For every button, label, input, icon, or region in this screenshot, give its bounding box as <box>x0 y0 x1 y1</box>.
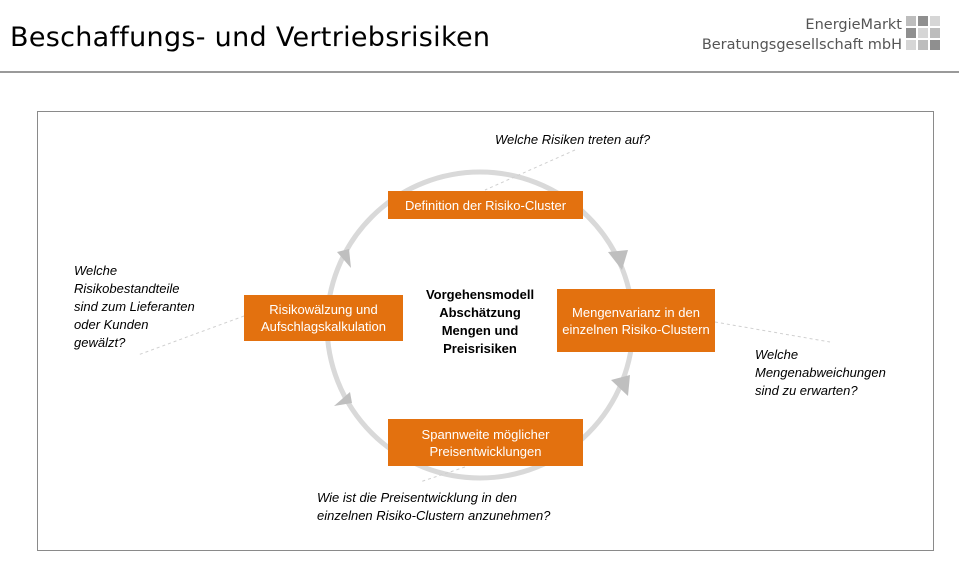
logo-square <box>906 40 916 50</box>
question-line: oder Kunden <box>74 317 149 332</box>
question-risk-components: Welche Risikobestandteile sind zum Liefe… <box>74 262 195 352</box>
connector-q3 <box>419 466 466 483</box>
step-label: Spannweite möglicher Preisentwicklungen <box>421 426 550 459</box>
logo-square <box>930 28 940 38</box>
question-line: gewälzt? <box>74 335 126 350</box>
logo-square <box>918 28 928 38</box>
step-definition-risk-clusters: Definition der Risiko-Cluster <box>388 191 583 219</box>
logo-square <box>918 40 928 50</box>
center-label-line: Preisrisiken <box>443 341 517 356</box>
cycle-arrow-bottom-right <box>611 375 630 396</box>
connector-q2 <box>714 321 831 343</box>
step-volume-variance: Mengenvarianz in den einzelnen Risiko-Cl… <box>557 289 715 352</box>
question-line: Mengenabweichungen <box>755 365 886 380</box>
logo-square <box>918 16 928 26</box>
step-label: Definition der Risiko-Cluster <box>404 197 567 213</box>
company-logo <box>906 16 942 52</box>
question-line: Wie ist die Preisentwicklung in den <box>317 490 518 505</box>
company-name-line1: EnergieMarkt <box>805 17 902 33</box>
cycle-arrow-top-left <box>337 249 351 268</box>
header-divider <box>0 71 959 73</box>
logo-square <box>930 16 940 26</box>
cycle-arrow-bottom-left <box>334 392 352 406</box>
question-line: Welche <box>755 347 799 362</box>
company-name-line2: Beratungsgesellschaft mbH <box>701 37 902 53</box>
connector-q1 <box>484 149 576 191</box>
question-risks: Welche Risiken treten auf? <box>495 131 650 149</box>
cycle-arrow-top-right <box>608 250 628 270</box>
question-line: einzelnen Risiko-Clustern anzunehmen? <box>317 508 551 523</box>
center-label-line: Mengen und <box>441 323 519 338</box>
step-label: Mengenvarianz in den einzelnen Risiko-Cl… <box>562 304 710 337</box>
question-line: sind zum Lieferanten <box>74 299 195 314</box>
logo-square <box>906 16 916 26</box>
question-volume-deviations: Welche Mengenabweichungen sind zu erwart… <box>755 346 886 400</box>
step-price-range: Spannweite möglicher Preisentwicklungen <box>388 419 583 466</box>
logo-square <box>930 40 940 50</box>
step-label: Risikowälzung und Aufschlagskalkulation <box>260 302 387 334</box>
question-line: Risikobestandteile <box>74 281 180 296</box>
question-line: Welche Risiken treten auf? <box>495 132 651 147</box>
center-label-line: Abschätzung <box>439 305 521 320</box>
question-line: Welche <box>74 263 118 278</box>
diagram-frame <box>37 111 934 551</box>
logo-square <box>906 28 916 38</box>
page-title: Beschaffungs- und Vertriebsrisiken <box>10 22 491 53</box>
company-name: EnergieMarkt Beratungsgesellschaft mbH <box>702 15 902 55</box>
connector-q4 <box>137 315 245 356</box>
center-label-line: Vorgehensmodell <box>425 287 535 302</box>
question-line: sind zu erwarten? <box>755 383 858 398</box>
center-label: Vorgehensmodell Abschätzung Mengen und P… <box>420 286 540 358</box>
question-price-development: Wie ist die Preisentwicklung in den einz… <box>317 489 550 525</box>
step-risk-transfer: Risikowälzung und Aufschlagskalkulation <box>244 295 403 341</box>
